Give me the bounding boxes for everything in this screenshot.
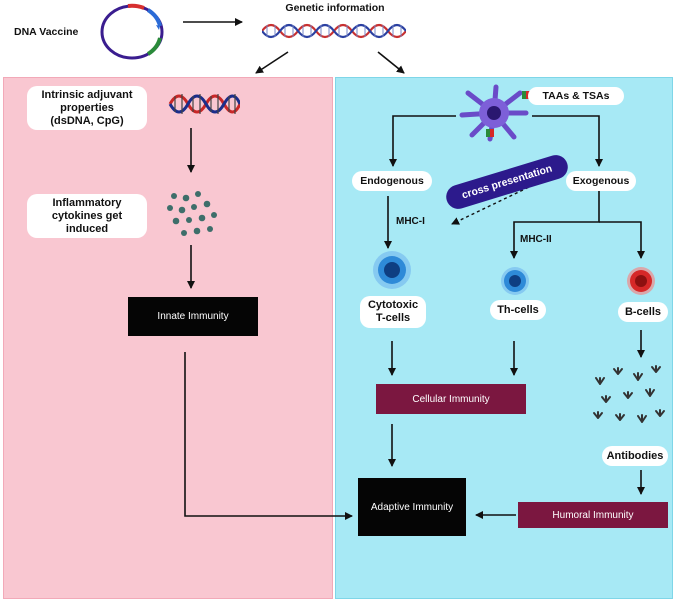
cytokines-box: Inflammatory cytokines get induced: [27, 194, 147, 238]
taas-tsas-label: TAAs & TSAs: [528, 87, 624, 105]
dna-strand-icon: [262, 23, 406, 39]
cellular-immunity-box: Cellular Immunity: [376, 384, 526, 414]
arrow-exogenous-to-bcell: [599, 221, 645, 259]
cytotoxic-line1: Cytotoxic: [367, 299, 419, 311]
arrow-dc-to-exogenous: [532, 115, 603, 167]
arrow-innate-to-adaptive: [184, 352, 353, 520]
mhc2-label: MHC-II: [520, 234, 552, 245]
cytokines-line2: cytokines get: [51, 209, 123, 222]
innate-panel: [3, 77, 333, 599]
b-cell-icon: [627, 267, 655, 295]
cytotoxic-t-cell-icon: [373, 251, 411, 289]
adjuvant-line2: properties: [60, 101, 114, 114]
endogenous-label: Endogenous: [352, 171, 432, 191]
innate-immunity-box: Innate Immunity: [128, 297, 258, 336]
cytokines-icon: [167, 191, 217, 236]
dendritic-cell-icon: [459, 84, 530, 142]
mhc1-label: MHC-I: [396, 216, 425, 227]
genetic-information-label: Genetic information: [285, 2, 385, 14]
th-cell-icon: [501, 267, 529, 295]
adjuvant-properties-box: Intrinsic adjuvant properties (dsDNA, Cp…: [27, 86, 147, 130]
arrow-dc-to-endogenous: [389, 115, 456, 167]
arrow-genetic-to-right: [377, 51, 405, 74]
humoral-immunity-box: Humoral Immunity: [518, 502, 668, 528]
adjuvant-line1: Intrinsic adjuvant: [41, 88, 133, 101]
dsdna-icon: [168, 94, 240, 114]
arrow-exogenous-to-th: [510, 190, 600, 259]
antibodies-box: Antibodies: [602, 446, 668, 466]
b-cells-box: B-cells: [618, 302, 668, 322]
dna-vaccine-label: DNA Vaccine: [14, 26, 79, 38]
antibodies-icon: [593, 365, 665, 423]
cytokines-line1: Inflammatory: [52, 196, 122, 209]
th-cells-box: Th-cells: [490, 300, 546, 320]
adaptive-immunity-box: Adaptive Immunity: [358, 478, 466, 536]
adjuvant-line3: (dsDNA, CpG): [50, 114, 124, 127]
cytotoxic-line2: T-cells: [375, 312, 411, 324]
arrow-genetic-to-left: [255, 51, 289, 74]
plasmid-icon: [100, 3, 164, 60]
cytokines-line3: induced: [65, 222, 109, 235]
cytotoxic-t-cells-box: Cytotoxic T-cells: [360, 296, 426, 328]
exogenous-label: Exogenous: [566, 171, 636, 191]
